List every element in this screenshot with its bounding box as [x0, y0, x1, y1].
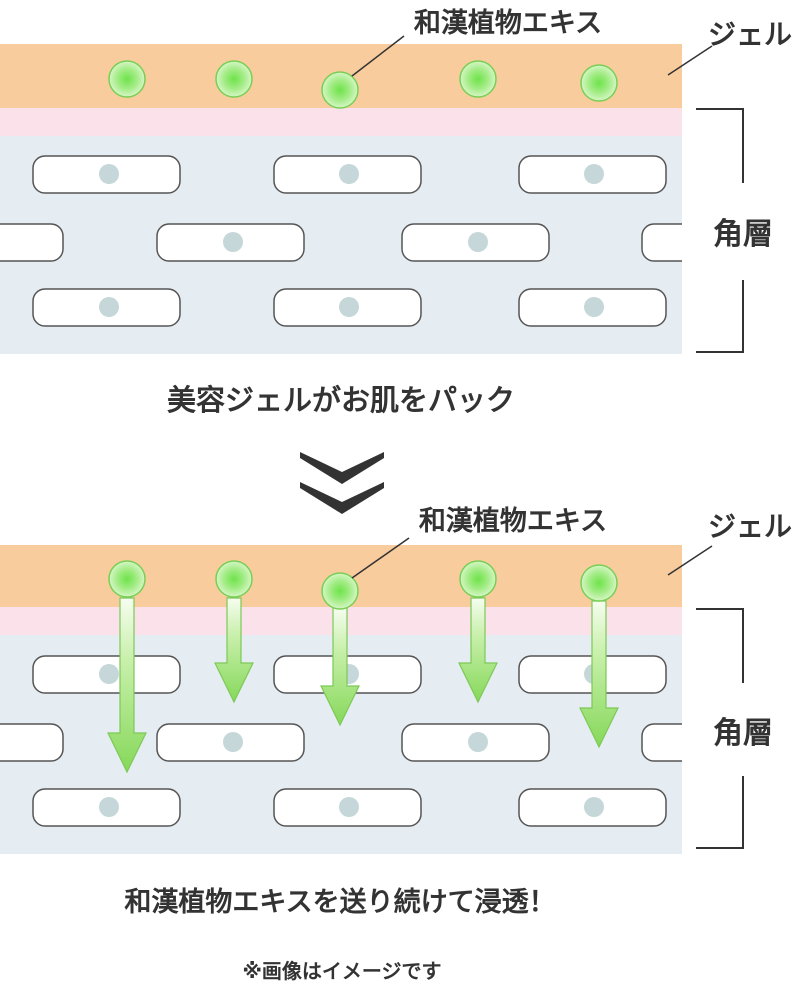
cell-nucleus [99, 297, 119, 317]
membrane-layer [0, 108, 682, 136]
panel-after: 和漢植物エキス ジェル 角層 和漢植物エキスを送り続けて浸透！ [0, 505, 805, 918]
cell-nucleus [468, 732, 488, 752]
down-arrow-icon [320, 607, 360, 727]
gel-label: ジェル [708, 18, 792, 51]
cell-nucleus [584, 164, 604, 184]
extract-dot [580, 64, 618, 102]
down-chevron-icon [300, 452, 384, 514]
stratum-label: 角層 [713, 217, 773, 252]
gel-leader-line [667, 45, 713, 76]
cell-nucleus [339, 164, 359, 184]
stratum-bracket-top [696, 108, 744, 183]
extract-dot [321, 572, 359, 610]
extract-dot [580, 564, 618, 602]
extract-label: 和漢植物エキス [419, 505, 607, 537]
down-arrow-icon [458, 597, 498, 704]
cell-nucleus [468, 232, 488, 252]
extract-dot [108, 560, 146, 598]
extract-dots [108, 60, 618, 109]
cell-nucleus [99, 664, 119, 684]
stratum-bracket-bottom [696, 776, 744, 849]
caption-after: 和漢植物エキスを送り続けて浸透！ [124, 886, 555, 918]
extract-leader-line [351, 537, 410, 579]
cell [0, 223, 64, 262]
cell-nucleus [223, 232, 243, 252]
extract-dot [215, 60, 253, 98]
panel-before: 和漢植物エキス ジェル 角層 美容ジェルがお肌をパック [0, 7, 805, 417]
extract-dot [321, 71, 359, 109]
gel-leader-line [667, 545, 713, 576]
cell-nucleus [584, 797, 604, 817]
extract-dots [108, 560, 618, 610]
down-arrow-icon [579, 600, 619, 749]
cell [0, 723, 64, 762]
cell-nucleus [99, 164, 119, 184]
extract-leader-line [351, 35, 405, 77]
cell-nucleus [223, 732, 243, 752]
caption-before: 美容ジェルがお肌をパック [167, 383, 515, 417]
cell-nucleus [339, 797, 359, 817]
extract-label: 和漢植物エキス [414, 7, 602, 39]
extract-dot [215, 560, 253, 598]
extract-dot [459, 60, 497, 98]
stratum-label: 角層 [713, 716, 773, 751]
image-note: ※画像はイメージです [242, 959, 441, 983]
stratum-bracket-bottom [696, 280, 744, 353]
extract-dot [459, 560, 497, 598]
cell-nucleus [99, 797, 119, 817]
gel-label: ジェル [708, 510, 792, 543]
cell-nucleus [584, 297, 604, 317]
cell-nuclei [99, 164, 604, 317]
extract-dot [108, 60, 146, 98]
cell-nuclei [99, 664, 604, 817]
cell-nucleus [339, 297, 359, 317]
stratum-bracket-top [696, 608, 744, 683]
down-arrow-icon [107, 597, 147, 774]
penetration-arrows [107, 597, 619, 774]
down-arrow-icon [214, 597, 254, 704]
